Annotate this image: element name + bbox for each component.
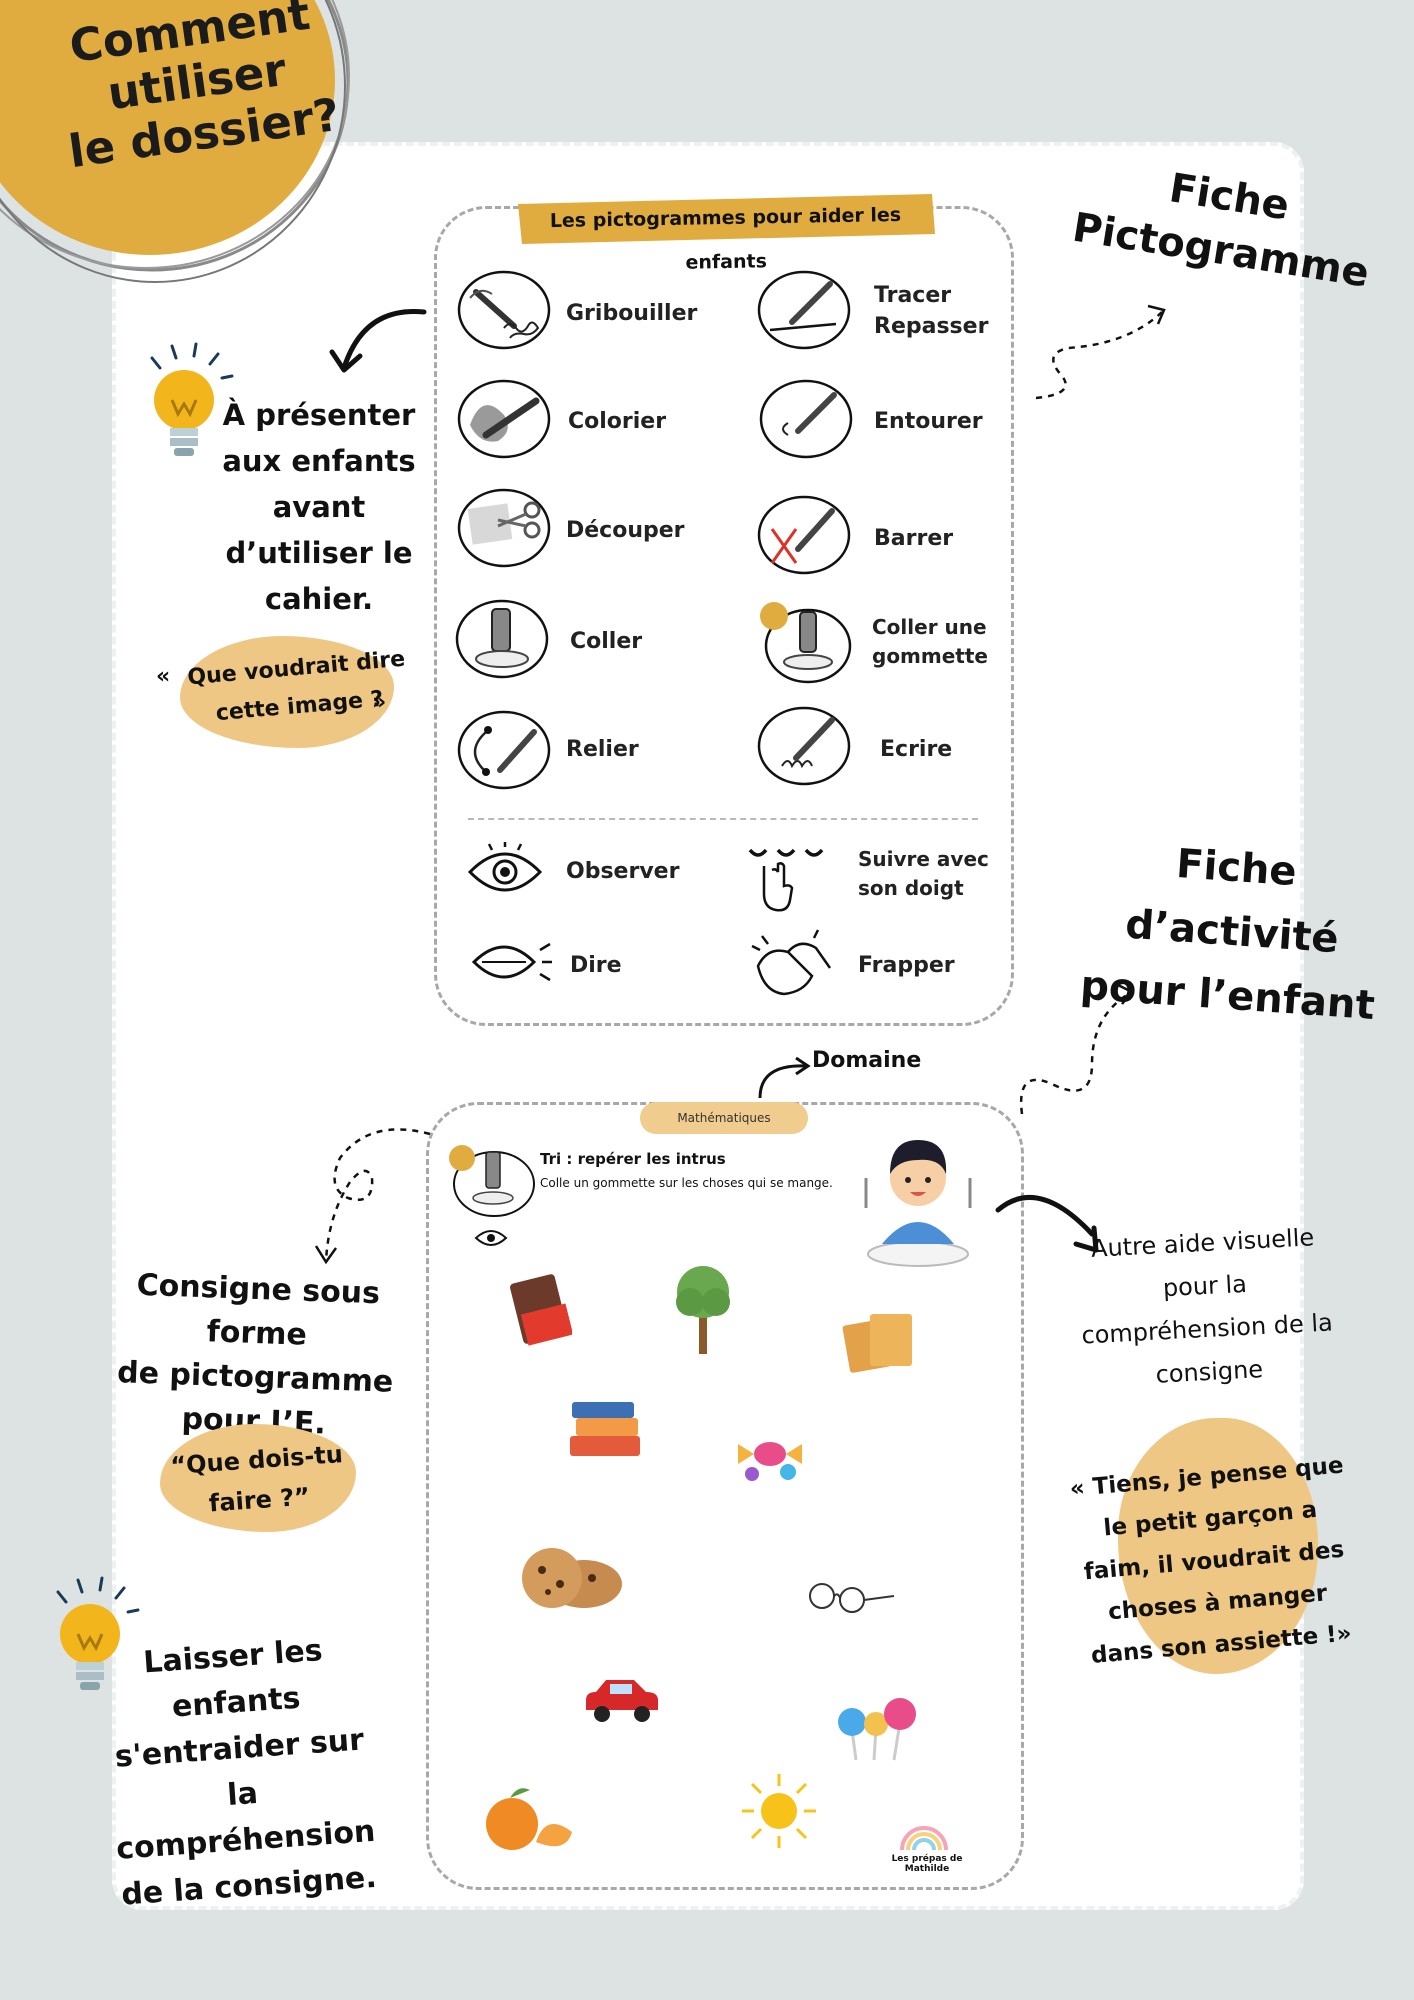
brand-logo: Les prépas de Mathilde — [891, 1854, 963, 1874]
main-card — [112, 142, 1304, 1910]
label-relier: Relier — [566, 737, 639, 762]
annotation-line: avant — [272, 490, 366, 524]
link-icon — [457, 710, 551, 790]
eye-icon — [474, 1230, 508, 1246]
lightbulb-icon — [150, 342, 234, 456]
annotation-line: cahier. — [264, 582, 374, 616]
label-ecrire: Ecrire — [880, 737, 953, 762]
scribble-icon — [457, 270, 551, 350]
banner-shape — [518, 194, 935, 244]
trace-icon — [757, 270, 851, 350]
label-suivre: Suivre avec — [858, 847, 989, 871]
label-coller-une: Coller une — [872, 615, 987, 639]
mouth-icon — [471, 942, 552, 982]
title-circle-icon — [0, 0, 350, 283]
lollipops-icon — [838, 1698, 916, 1761]
question-blob — [160, 1424, 356, 1532]
glasses-icon — [809, 1583, 895, 1613]
annotation-line: Fiche d’activité — [1123, 841, 1341, 963]
sun-icon — [742, 1774, 816, 1848]
label-colorier: Colorier — [568, 409, 667, 434]
label-gommette: gommette — [872, 644, 988, 668]
label-repasser: Repasser — [874, 314, 989, 339]
annotation-line: aux enfants — [222, 444, 416, 478]
sticker-icon — [760, 602, 852, 684]
annotation-laisser: Laisser les enfants s'entraider sur la c… — [87, 1624, 396, 1920]
label-decouper: Découper — [566, 518, 685, 543]
annotation-question-2: “Que dois-tu faire ?” — [147, 1433, 368, 1528]
chocolate-icon — [510, 1274, 572, 1346]
label-entourer: Entourer — [874, 409, 983, 434]
dashed-arrow-icon — [314, 1128, 431, 1265]
question-blob — [180, 636, 394, 748]
candy-icon — [738, 1442, 802, 1481]
annotation-line: Consigne sous forme — [136, 1267, 381, 1353]
domain-tag: Mathématiques — [640, 1102, 808, 1134]
label-frapper: Frapper — [858, 953, 955, 978]
label-tracer: Tracer — [874, 283, 952, 308]
eye-icon — [467, 842, 543, 892]
annotation-line: À présenter — [222, 398, 416, 432]
picto-divider — [468, 818, 978, 820]
dashed-arrow-icon — [1035, 304, 1166, 400]
dashed-arrow-icon — [1019, 982, 1134, 1115]
label-dire: Dire — [570, 953, 622, 978]
activity-title: Tri : repérer les intrus — [540, 1150, 726, 1168]
tangerine-icon — [486, 1788, 572, 1850]
rainbow-logo-icon — [900, 1826, 948, 1851]
label-observer: Observer — [566, 859, 680, 884]
small-arrow-icon — [758, 1056, 811, 1099]
finger-follow-icon — [748, 848, 824, 912]
cross-out-icon — [757, 495, 851, 575]
crackers-icon — [842, 1314, 912, 1373]
annotation-autre-aide: Autre aide visuelle pour la compréhensio… — [1052, 1214, 1361, 1401]
domain-label: Domaine — [812, 1048, 922, 1073]
annotation-consigne: Consigne sous forme de pictogramme pour … — [83, 1262, 429, 1450]
cookies-icon — [522, 1548, 622, 1608]
speech-blob — [1118, 1418, 1318, 1674]
curved-arrow-icon — [995, 1194, 1099, 1253]
annotation-line: d’utiliser le — [225, 536, 413, 570]
annotation-tiens: « Tiens, je pense que le petit garçon a … — [1045, 1442, 1382, 1679]
books-icon — [570, 1402, 640, 1456]
activity-instruction: Colle un gommette sur les choses qui se … — [540, 1176, 833, 1190]
boy-icon — [864, 1140, 972, 1267]
car-icon — [586, 1680, 658, 1722]
label-gribouiller: Gribouiller — [566, 301, 698, 326]
clap-icon — [751, 929, 832, 996]
quote-close: » — [372, 690, 387, 715]
label-son-doigt: son doigt — [858, 876, 964, 900]
circle-icon — [759, 379, 853, 459]
quote-open: « — [156, 664, 171, 689]
tree-icon — [676, 1266, 730, 1354]
write-icon — [757, 706, 851, 786]
scissors-icon — [457, 488, 551, 568]
label-barrer: Barrer — [874, 526, 954, 551]
annotation-presenter: À présenter aux enfants avant d’utiliser… — [214, 392, 424, 622]
glue-icon — [455, 599, 549, 679]
sticker-icon — [449, 1145, 535, 1217]
label-coller: Coller — [570, 629, 643, 654]
color-icon — [457, 379, 551, 459]
lightbulb-icon — [56, 1576, 140, 1690]
picto-banner: Les pictogrammes pour aider les enfants — [549, 203, 902, 274]
curved-arrow-icon — [329, 308, 427, 373]
